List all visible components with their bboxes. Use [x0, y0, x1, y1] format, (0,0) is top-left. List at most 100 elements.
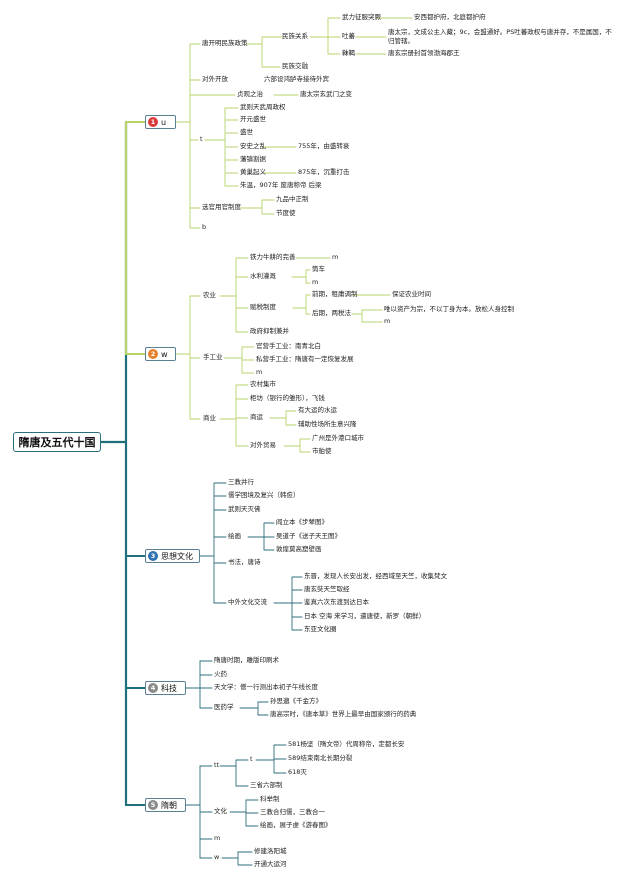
node-t5: t: [250, 755, 253, 763]
node-canal-transport: 有大运的水运: [298, 406, 337, 414]
node-three-into-one: 三教合归儒，三教合一: [260, 808, 325, 816]
branch-4-number: 4: [148, 683, 158, 693]
branch-4: 4 科技: [145, 681, 186, 695]
node-anxi-beiting: 安西都护府，北庭都护府: [414, 13, 486, 21]
node-auxiliary-venues: 辅助性场所生意兴隆: [298, 420, 357, 428]
node-anshi: 安史之乱: [240, 142, 266, 150]
node-xuanwu-gate: 唐太宗玄武门之变: [300, 90, 352, 98]
node-dunhuang: 敦煌莫高窟壁画: [276, 545, 322, 553]
node-xuanzang: 唐玄奘天竺取经: [304, 585, 350, 593]
node-japan-kukai: 日本 空海 来学习，遣唐使，新罗（朝鲜）: [304, 612, 426, 620]
node-w5: w: [214, 853, 220, 861]
node-culture: 文化: [214, 807, 227, 815]
node-handicraft: 手工业: [203, 353, 223, 361]
node-mohe-desc: 唐玄宗册封首领渤海郡王: [388, 49, 460, 57]
node-official-handicraft: 官营手工业：南青北白: [256, 342, 321, 350]
node-pilgrim: 东晋，发现人长安出发，经西域至天竺，收集梵文: [304, 572, 447, 580]
root-topic: 隋唐及五代十国: [13, 432, 101, 452]
branch-1-label: u: [161, 117, 167, 127]
node-581: 581杨坚（隋文帝）代周称帝，定都长安: [288, 740, 405, 748]
node-875: 875年，沉重打击: [298, 168, 350, 176]
node-wu-daozi: 吴道子《送子天王图》: [276, 532, 341, 540]
node-618: 618灭: [288, 768, 307, 776]
node-m5: m: [214, 834, 221, 842]
branch-4-label: 科技: [161, 683, 177, 693]
node-opening-up: 对外开放: [202, 75, 228, 83]
node-kaiyuan: 开元盛世: [240, 115, 266, 123]
node-imperial-exam: 科举制: [260, 795, 280, 803]
node-b: b: [202, 223, 207, 231]
node-confucian-revival: 儒学困境及复兴（韩愈）: [228, 491, 300, 499]
node-tt: tt: [214, 761, 220, 769]
node-755: 755年，由盛转衰: [298, 142, 350, 150]
node-agriculture: 农业: [203, 291, 216, 299]
node-rural-market: 农村集市: [250, 380, 276, 388]
node-medicine: 医药学: [214, 703, 234, 711]
node-tubo: 吐蕃: [342, 32, 355, 40]
node-yan-liben: 阎立本《步辇图》: [276, 518, 328, 526]
node-tubo-desc: 唐太宗，文成公主入藏；9c，会盟通好。PS吐蕃政权与唐并存，不是属国，不归管辖。: [388, 28, 612, 45]
node-guifang: 柜坊（银行的雏形），飞钱: [250, 394, 325, 402]
node-woodblock: 隋唐时期，雕版印刷术: [214, 656, 279, 664]
node-ethnic-fusion: 民族交融: [282, 62, 308, 70]
node-jianzhen: 鉴真六次东渡到达日本: [304, 598, 369, 606]
node-m3: m: [384, 317, 391, 325]
node-zhan-ziqian: 绘画，展子虔《游春图》: [260, 821, 332, 829]
node-tang-bencao: 唐高宗时，《唐本草》世界上最早由国家颁行的药典: [270, 710, 417, 718]
branch-3-label: 思想文化: [161, 551, 193, 561]
node-tang-policy: 唐开明民族政策: [202, 39, 248, 47]
node-shibo: 市舶使: [312, 447, 332, 455]
node-tax-system: 赋税制度: [250, 303, 276, 311]
node-honglu-temple: 六部设鸿胪寺接待外宾: [264, 75, 329, 83]
node-flourishing: 盛世: [240, 128, 253, 136]
node-two-tax-desc: 唯以资产为宗，不以丁身为本。放松人身控制: [384, 305, 514, 313]
node-zhenguan: 贞观之治: [237, 90, 263, 98]
branch-1-number: 1: [148, 117, 158, 127]
node-official-selection: 选官用官制度: [202, 203, 241, 211]
node-tongche: 筒车: [312, 265, 325, 273]
node-commerce: 商业: [203, 414, 216, 422]
node-fanzhen: 藩镇割据: [240, 155, 266, 163]
node-calligraphy: 书法，唐诗: [228, 558, 261, 566]
node-589: 589结束南北长期分裂: [288, 754, 353, 762]
node-astronomy: 天文学：僧一行测出本初子午线长度: [214, 683, 318, 691]
node-jiedushi: 节度使: [276, 209, 296, 217]
node-wu-zetian: 武则天武周政权: [240, 103, 286, 111]
branch-2-label: w: [161, 349, 168, 359]
node-grand-canal: 开通大运河: [254, 860, 287, 868]
branch-2-number: 2: [148, 349, 158, 359]
node-ethnic-relations: 民族关系: [282, 32, 308, 40]
node-late-tax: 后期，两税法: [312, 309, 351, 317]
node-guangzhou: 广州是外港口城市: [312, 434, 364, 442]
node-conquer-turks: 武力征服突厥: [342, 13, 381, 21]
branch-3: 3 思想文化: [145, 549, 200, 563]
branch-2: 2 w: [145, 347, 176, 361]
node-wu-zetian-buddhism: 武则天灭佛: [228, 505, 261, 513]
node-east-asia: 东亚文化圈: [304, 625, 337, 633]
node-jiupin: 九品中正制: [276, 195, 309, 203]
node-cultural-exchange: 中外文化交流: [228, 598, 267, 606]
node-painting: 绘画: [228, 532, 241, 540]
branch-5-label: 隋朝: [161, 800, 177, 810]
node-irrigation: 水利灌溉: [250, 272, 276, 280]
node-huangchao: 黄巢起义: [240, 168, 266, 176]
node-early-tax: 前期，租庸调制: [312, 290, 358, 298]
node-t: t: [200, 135, 203, 143]
node-sun-simiao: 孙思邈《千金方》: [270, 697, 322, 705]
branch-3-number: 3: [148, 551, 158, 561]
node-m1: m: [332, 253, 339, 261]
node-ox-plough: 铁力牛耕的完善: [250, 253, 296, 261]
node-trade-transport: 商运: [250, 413, 263, 421]
node-luoyang: 修建洛阳城: [254, 847, 287, 855]
node-zhuwen: 朱温，907年 废唐称帝 后梁: [240, 181, 322, 189]
node-ensure-farming: 保证农业时间: [392, 290, 431, 298]
node-m4: m: [256, 368, 263, 376]
node-foreign-trade: 对外贸易: [250, 441, 276, 449]
branch-5-number: 5: [148, 800, 158, 810]
node-gunpowder: 火药: [214, 670, 227, 678]
node-three-teachings: 三教并行: [228, 478, 254, 486]
branch-5: 5 隋朝: [145, 798, 186, 812]
node-mohe: 靺鞨: [342, 49, 355, 57]
node-three-departments: 三省六部制: [250, 781, 283, 789]
